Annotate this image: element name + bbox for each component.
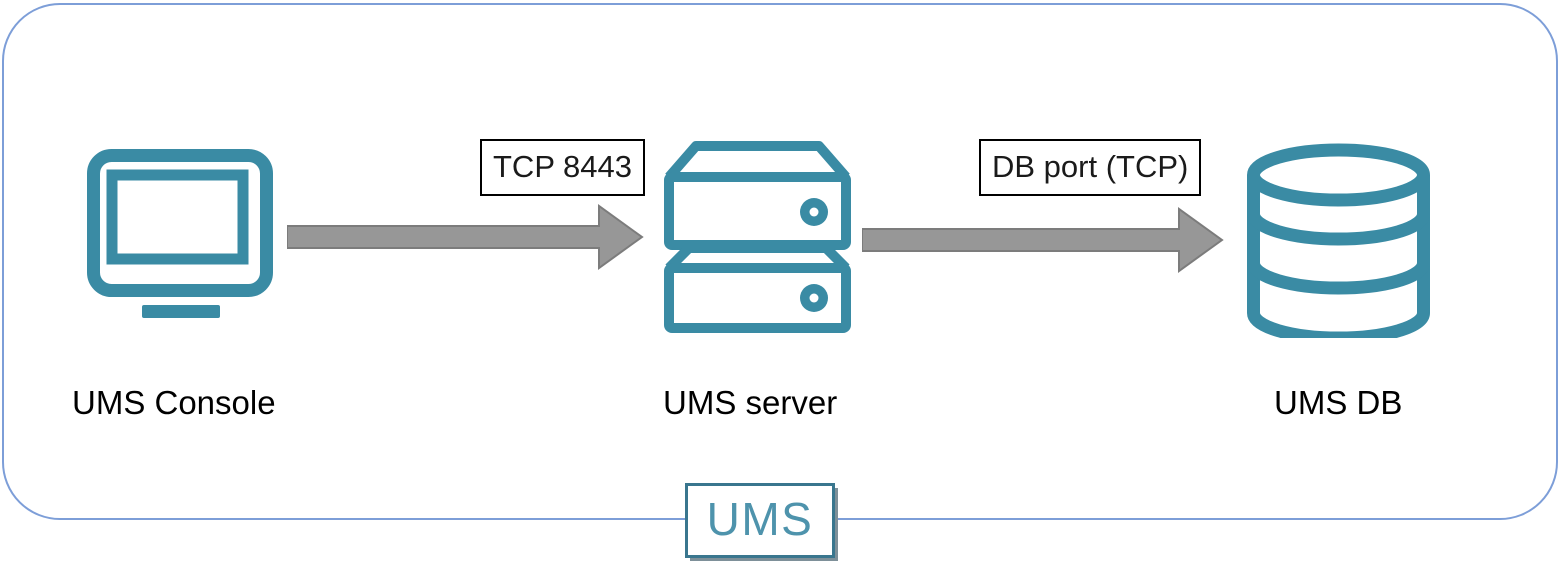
server-stack-icon [664,141,851,333]
port-label-tcp-8443: TCP 8443 [480,139,646,196]
ums-logo-badge: UMS [685,483,835,558]
database-icon [1247,143,1430,338]
monitor-icon [87,149,273,318]
node-label-ums-server: UMS server [663,384,838,421]
arrow-server-to-db [862,207,1224,273]
arrow-console-to-server [287,204,644,270]
ums-logo-text: UMS [706,492,814,545]
node-label-ums-console: UMS Console [72,384,276,421]
node-label-ums-db: UMS DB [1274,384,1403,421]
port-label-db-port-tcp: DB port (TCP) [979,139,1202,196]
